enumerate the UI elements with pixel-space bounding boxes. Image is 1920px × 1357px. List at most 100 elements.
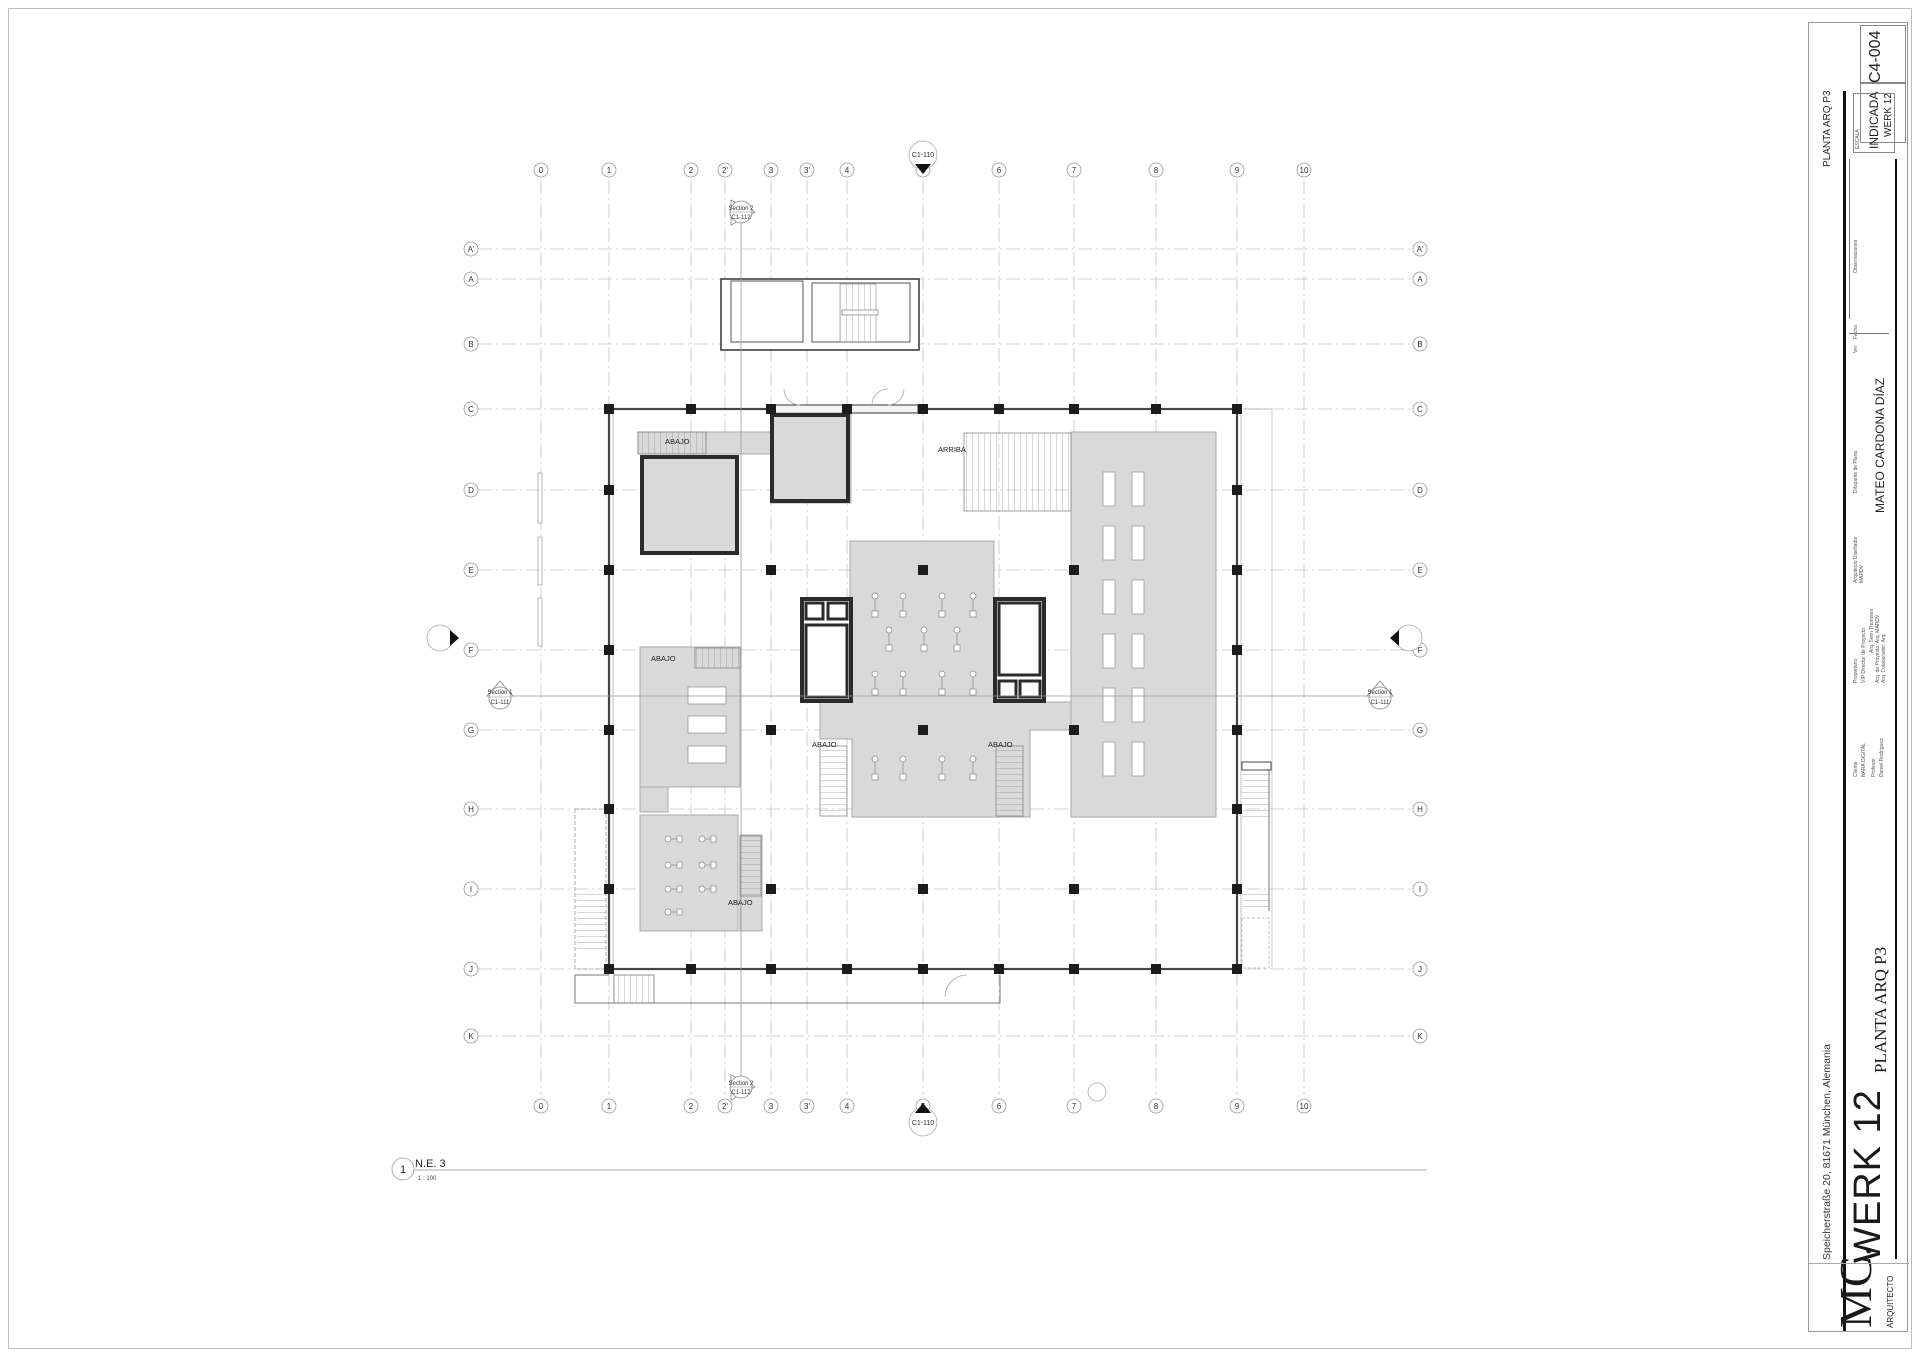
svg-text:2: 2 [689, 166, 694, 175]
svg-text:6: 6 [997, 166, 1002, 175]
elevation-marker-north[interactable]: C1-110 [908, 140, 938, 174]
svg-text:3: 3 [769, 1102, 774, 1111]
svg-text:1: 1 [400, 1164, 406, 1176]
svg-text:4: 4 [845, 1102, 850, 1111]
svg-text:N.E. 3: N.E. 3 [415, 1158, 446, 1170]
section-2-bottom-marker[interactable]: Section 2 C1-112 [728, 1074, 756, 1101]
elevation-marker-west[interactable] [426, 624, 459, 652]
sheet-number: C4-004 [1867, 30, 1884, 83]
svg-text:2': 2' [722, 1102, 728, 1111]
grid-bubble-row: A [1412, 271, 1428, 287]
drafter-name: MATEO CARDONA DÍAZ [1873, 377, 1887, 513]
scale-box [1853, 93, 1895, 153]
title-block-divider-right [1895, 159, 1897, 1259]
grid-bubble-row: I [463, 881, 479, 897]
svg-text:Section 2: Section 2 [728, 1081, 754, 1087]
svg-text:A: A [468, 275, 474, 284]
svg-text:G: G [1417, 726, 1423, 735]
svg-text:Section 1: Section 1 [1367, 690, 1393, 696]
grid-bubble-row: E [1412, 562, 1428, 578]
grid-bubble-row: E [463, 562, 479, 578]
svg-text:10: 10 [1300, 166, 1309, 175]
svg-text:A: A [1417, 275, 1423, 284]
professor-label: Profesor [1871, 758, 1877, 777]
grid-bubble-row: K [463, 1028, 479, 1044]
section-1-east-marker[interactable]: Section 1 C1-111 [1366, 680, 1394, 710]
svg-text:C1-111: C1-111 [491, 700, 510, 706]
grid-bubble-row: C [463, 401, 479, 417]
grid-bubble-col: 2 [683, 1098, 699, 1114]
svg-text:C: C [468, 405, 474, 414]
svg-text:D: D [468, 486, 474, 495]
section-1-west-marker[interactable]: Section 1 C1-111 [486, 680, 514, 710]
title-block: C4-004 WERK 12 PLANTA ARQ P3 ESCALA INDI… [1808, 22, 1909, 1332]
svg-text:G: G [468, 726, 474, 735]
grid-bubble-col: 8 [1148, 162, 1164, 178]
svg-text:Section 1: Section 1 [487, 690, 513, 696]
observations-rule [1849, 159, 1850, 319]
slab-openings [1102, 471, 1145, 777]
rev-label: Ver [1853, 345, 1859, 353]
drawing-title: PLANTA ARQ P3 [1871, 946, 1890, 1073]
structural-columns [604, 404, 1242, 974]
elevation-marker-small[interactable] [1087, 1082, 1107, 1102]
svg-text:8: 8 [1154, 166, 1159, 175]
professor-value: Daniel Rodríguez [1879, 738, 1885, 777]
grid-bubble-col: 0 [533, 1098, 549, 1114]
grid-bubble-col: 10 [1296, 162, 1312, 178]
svg-text:E: E [468, 566, 473, 575]
svg-text:H: H [1417, 805, 1423, 814]
architect-value: MARDV [1859, 564, 1865, 583]
observations-label: Observaciones [1853, 239, 1859, 273]
grid-bubble-row: D [463, 482, 479, 498]
grid-bubble-col: 9 [1229, 162, 1245, 178]
grid-bubble-col: 3' [799, 1098, 815, 1114]
svg-text:ABAJO: ABAJO [651, 654, 676, 663]
view-title: 1 N.E. 3 1 : 100 [391, 1157, 1427, 1182]
project-address: Speicherstraße 20, 81671 München, Aleman… [1821, 1044, 1833, 1260]
owner-label: Propietario [1853, 658, 1859, 683]
elevation-marker-east[interactable] [1390, 624, 1423, 652]
svg-text:8: 8 [1154, 1102, 1159, 1111]
svg-text:C1-112: C1-112 [731, 215, 751, 221]
grid-bubble-row: B [1412, 336, 1428, 352]
grid-bubble-row: H [463, 801, 479, 817]
svg-text:C1-111: C1-111 [1371, 700, 1390, 706]
svg-text:2: 2 [689, 1102, 694, 1111]
grid-bubble-col: 6 [991, 162, 1007, 178]
grid-bubble-row: A' [463, 241, 479, 257]
section-2-top-marker[interactable]: Section 2 C1-112 [728, 199, 756, 226]
fixtures [687, 686, 727, 764]
svg-text:0: 0 [539, 166, 544, 175]
svg-text:J: J [1418, 965, 1422, 974]
grid-bubble-col: 6 [991, 1098, 1007, 1114]
svg-text:K: K [1417, 1032, 1423, 1041]
grid-bubble-row: H [1412, 801, 1428, 817]
grid-bubble-row: D [1412, 482, 1428, 498]
svg-text:I: I [470, 885, 472, 894]
svg-text:A': A' [468, 245, 475, 254]
svg-text:ABAJO: ABAJO [665, 437, 690, 446]
drafter-label: Dibujante de Plano [1853, 450, 1859, 493]
grid-bubble-row: K [1412, 1028, 1428, 1044]
svg-text:K: K [468, 1032, 474, 1041]
elevation-marker-south[interactable]: C1-110 [908, 1103, 938, 1137]
owner-line: VIP Director de Proyecto [1861, 628, 1867, 683]
section-markers[interactable]: Section 2 C1-112 Section 2 C1-112 Sectio… [426, 140, 1423, 1137]
grid-bubble-col: 10 [1296, 1098, 1312, 1114]
svg-text:H: H [468, 805, 474, 814]
svg-text:7: 7 [1072, 1102, 1077, 1111]
drawing-sheet [8, 8, 1912, 1349]
svg-text:1: 1 [607, 166, 612, 175]
svg-text:B: B [1417, 340, 1422, 349]
north-annex [720, 278, 920, 351]
grid-bubble-col: 1 [601, 162, 617, 178]
svg-text:0: 0 [539, 1102, 544, 1111]
svg-text:I: I [1419, 885, 1421, 894]
svg-text:2': 2' [722, 166, 728, 175]
project-short-box [1860, 83, 1906, 143]
owner-line: Arq. Colaborador: Arq. [1881, 633, 1887, 683]
grid-bubble-row: J [1412, 961, 1428, 977]
firm-logo: MC. [1830, 1244, 1881, 1328]
svg-text:J: J [469, 965, 473, 974]
